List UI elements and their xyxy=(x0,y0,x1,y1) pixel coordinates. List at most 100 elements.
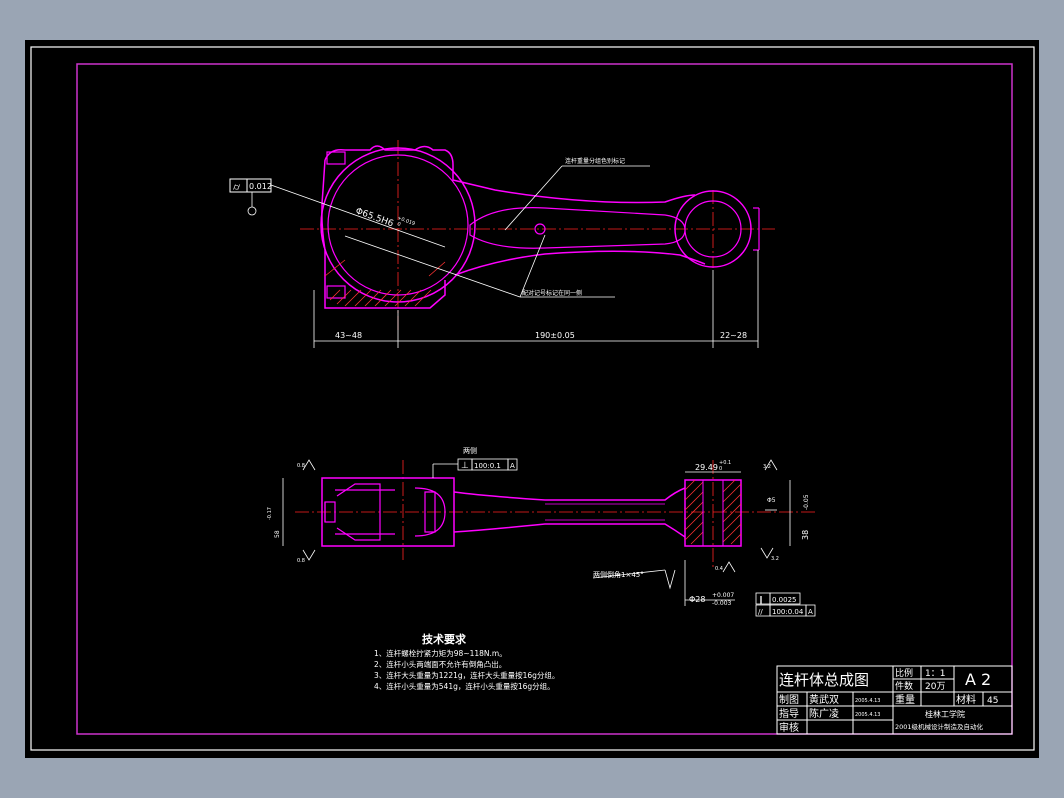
dim-left: 43~48 xyxy=(335,331,362,340)
side-big-end-details xyxy=(324,487,446,537)
parallel-1-value-box xyxy=(769,592,801,605)
advisor-date: 2005.4.13 xyxy=(855,712,880,718)
parallel-2-datum: A xyxy=(808,608,813,616)
bore-tol-upper: +0.019 xyxy=(396,215,415,227)
gdt-datum-circle xyxy=(247,206,257,216)
roughness-2: 0.8 xyxy=(297,558,305,564)
roughness-1: 0.8 xyxy=(297,463,305,469)
drafter-label: 制图 xyxy=(779,693,799,706)
rod-upper-edge xyxy=(324,145,696,204)
parallel-1-symbol: ∥ xyxy=(759,595,763,604)
advisor-name: 陈广凌 xyxy=(809,707,839,720)
small-end-outer xyxy=(674,190,752,268)
tech-req-item-2: 2、连杆小头两端面不允许有倒角凸出。 xyxy=(374,659,506,669)
outer-frame xyxy=(30,46,1035,751)
school-name: 桂林工学院 xyxy=(925,709,965,719)
perp-datum-box xyxy=(507,458,518,471)
title-block: 连杆体总成图 比例 1：1 件数 20万 A 2 制图 黄武双 2005.4.1… xyxy=(776,665,1013,735)
drawing-title: 连杆体总成图 xyxy=(779,671,869,689)
top-view: ⌭ 0.012 Φ65.5H6 +0.019 0 连杆重量分组色别标记 配对记号… xyxy=(229,140,775,348)
parallel-1-value: 0.0025 xyxy=(772,596,797,604)
perp-datum: A xyxy=(510,462,515,470)
gdt-symbol: ⌭ xyxy=(233,182,241,193)
quantity-value: 20万 xyxy=(925,682,945,692)
pair-note-leader-2 xyxy=(519,234,546,298)
tech-req-item-4: 4、连杆小头重量为541g，连杆小头重量按16g分组。 xyxy=(374,681,555,691)
both-sides-note: 两侧 xyxy=(463,446,477,455)
scale-label: 比例 xyxy=(895,667,913,679)
perp-value: 100:0.1 xyxy=(474,462,501,470)
side-small-end xyxy=(684,479,742,547)
bolt-head-lower xyxy=(326,285,346,299)
cad-drawing-viewport[interactable]: ⌭ 0.012 Φ65.5H6 +0.019 0 连杆重量分组色别标记 配对记号… xyxy=(25,40,1039,758)
rod-lower-edge xyxy=(454,250,706,276)
big-end-width-tol: -0.05 xyxy=(803,494,810,510)
small-bore-tol-upper: +0.007 xyxy=(712,592,734,599)
side-view: 两侧 ⊥ 100:0.1 A 29.49 +0.1 0 38 -0.05 58 … xyxy=(267,446,816,617)
rod-web-pocket xyxy=(469,207,686,249)
big-end-dim-tol: -0.17 xyxy=(267,507,273,520)
tech-requirements: 技术要求 1、连杆螺栓拧紧力矩为98~118N.m。 2、连杆小头两端面不允许有… xyxy=(374,632,559,691)
drawing-canvas: ⌭ 0.012 Φ65.5H6 +0.019 0 连杆重量分组色别标记 配对记号… xyxy=(30,46,1035,751)
tech-req-title: 技术要求 xyxy=(422,632,467,646)
material-label: 材料 xyxy=(956,693,976,706)
sheet-size: A 2 xyxy=(965,670,991,689)
small-bore-tol-lower: -0.003 xyxy=(712,600,732,607)
pair-mark-note: 配对记号标记在同一侧 xyxy=(522,289,582,297)
big-end-width: 38 xyxy=(801,530,810,540)
side-big-end xyxy=(321,477,455,547)
side-bolt-head xyxy=(324,501,336,523)
oil-hole-label: Φ5 xyxy=(767,497,776,504)
chamfer-mark xyxy=(664,569,676,590)
bore-diameter-label: Φ65.5H6 xyxy=(354,206,395,229)
bore-tol-lower: 0 xyxy=(396,221,401,228)
reviewer-label: 审核 xyxy=(779,721,799,734)
roughness-mark-3 xyxy=(764,459,778,471)
chamfer-note: 两侧倒角1×45° xyxy=(593,570,644,579)
roughness-mark-1 xyxy=(302,459,316,471)
bearing-cap xyxy=(324,280,446,309)
parallel-2-datum-box xyxy=(805,604,816,617)
big-end-bore xyxy=(327,154,469,296)
side-rod xyxy=(453,487,686,538)
small-bore-dia: Φ28 xyxy=(689,595,705,604)
class-name: 2001级机械设计制造及自动化 xyxy=(895,722,984,731)
perp-symbol: ⊥ xyxy=(461,461,469,471)
small-end-bore xyxy=(684,200,742,258)
tech-req-item-1: 1、连杆螺栓拧紧力矩为98~118N.m。 xyxy=(374,648,507,658)
gdt-value-box xyxy=(246,178,272,193)
side-nut xyxy=(424,491,436,533)
small-end-width: 29.49 xyxy=(695,463,718,472)
gdt-leader xyxy=(270,184,446,248)
drawing-border xyxy=(76,63,1013,735)
roughness-4: 3.2 xyxy=(771,556,779,562)
dim-right: 22~28 xyxy=(720,331,747,340)
bolt-head-upper xyxy=(326,151,346,165)
scale-value: 1：1 xyxy=(925,669,945,679)
roughness-mark-4 xyxy=(760,547,774,559)
gdt-value: 0.012 xyxy=(249,182,272,191)
roughness-mark-2 xyxy=(302,549,316,561)
oil-hole xyxy=(534,223,546,235)
roughness-5: 0.4 xyxy=(715,566,723,572)
pair-note-leader-1 xyxy=(344,235,521,298)
quantity-label: 件数 xyxy=(895,680,913,692)
drafter-date: 2005.4.13 xyxy=(855,698,880,704)
big-end-outer-arc xyxy=(320,147,476,303)
small-width-tol-upper: +0.1 xyxy=(719,460,731,466)
weight-note-leader xyxy=(504,165,563,231)
parallel-2-symbol: // xyxy=(758,608,763,616)
roughness-mark-5 xyxy=(722,561,736,573)
bottom-dimensions xyxy=(313,250,759,348)
parallel-2-value: 100:0.04 xyxy=(772,608,804,616)
side-small-end-hatch xyxy=(684,479,742,545)
side-rod-web xyxy=(545,503,665,521)
drafter-name: 黄武双 xyxy=(809,693,839,706)
weight-label: 重量 xyxy=(895,693,915,706)
advisor-label: 指导 xyxy=(779,707,799,720)
side-bolt-outline xyxy=(336,483,381,541)
material-value: 45 xyxy=(987,696,998,706)
weight-group-note: 连杆重量分组色别标记 xyxy=(565,157,625,165)
cap-hatch xyxy=(324,259,446,307)
big-end-left-edge xyxy=(321,159,326,280)
